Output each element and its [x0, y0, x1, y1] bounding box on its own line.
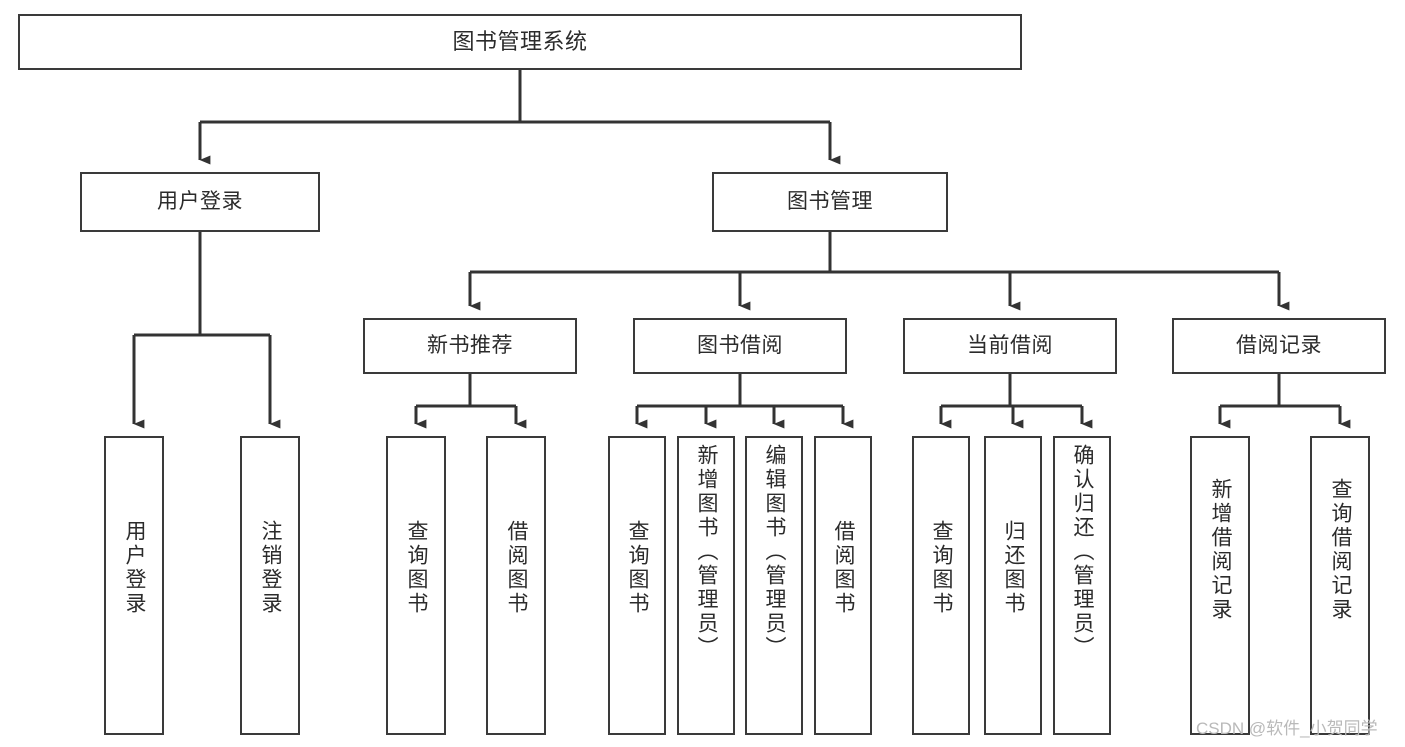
node-root-label: 图书管理系统: [452, 29, 588, 55]
node-leaf-logout[interactable]: 注销登录: [240, 436, 300, 735]
node-borrow-record[interactable]: 借阅记录: [1172, 318, 1386, 374]
node-leaf-borrow-book-1[interactable]: 借阅图书: [486, 436, 546, 735]
node-leaf-query-book-2-label: 查询图书: [626, 520, 650, 616]
node-current-borrow[interactable]: 当前借阅: [903, 318, 1117, 374]
node-leaf-borrow-book-2[interactable]: 借阅图书: [814, 436, 872, 735]
node-leaf-query-book-2[interactable]: 查询图书: [608, 436, 666, 735]
node-leaf-edit-book[interactable]: 编辑图书（管理员）: [745, 436, 803, 735]
node-borrow-record-label: 借阅记录: [1236, 333, 1322, 357]
node-book-borrow[interactable]: 图书借阅: [633, 318, 847, 374]
node-leaf-query-book-1-label: 查询图书: [405, 520, 429, 616]
node-leaf-borrow-book-1-label: 借阅图书: [505, 520, 529, 616]
node-leaf-return-book[interactable]: 归还图书: [984, 436, 1042, 735]
node-root[interactable]: 图书管理系统: [18, 14, 1022, 70]
node-leaf-query-book-3-label: 查询图书: [930, 520, 954, 616]
node-leaf-add-record-label: 新增借阅记录: [1209, 478, 1233, 622]
node-leaf-edit-book-label: 编辑图书（管理员）: [763, 444, 787, 660]
node-leaf-query-record[interactable]: 查询借阅记录: [1310, 436, 1370, 735]
node-leaf-query-record-label: 查询借阅记录: [1329, 478, 1353, 622]
node-leaf-query-book-1[interactable]: 查询图书: [386, 436, 446, 735]
node-leaf-user-login-label: 用户登录: [123, 520, 147, 616]
node-book-manage[interactable]: 图书管理: [712, 172, 948, 232]
csdn-watermark-text: CSDN @软件_小贺同学: [1196, 719, 1378, 738]
node-leaf-user-login[interactable]: 用户登录: [104, 436, 164, 735]
node-user-login[interactable]: 用户登录: [80, 172, 320, 232]
node-book-manage-label: 图书管理: [787, 189, 873, 213]
node-leaf-add-book-label: 新增图书（管理员）: [695, 444, 719, 660]
node-leaf-return-book-label: 归还图书: [1002, 520, 1026, 616]
node-leaf-confirm-return-label: 确认归还（管理员）: [1071, 444, 1095, 660]
node-new-book-rec-label: 新书推荐: [427, 333, 513, 357]
node-leaf-logout-label: 注销登录: [259, 520, 283, 616]
node-leaf-confirm-return[interactable]: 确认归还（管理员）: [1053, 436, 1111, 735]
node-new-book-rec[interactable]: 新书推荐: [363, 318, 577, 374]
node-current-borrow-label: 当前借阅: [967, 333, 1053, 357]
node-leaf-borrow-book-2-label: 借阅图书: [832, 520, 856, 616]
node-leaf-add-record[interactable]: 新增借阅记录: [1190, 436, 1250, 735]
node-leaf-query-book-3[interactable]: 查询图书: [912, 436, 970, 735]
node-book-borrow-label: 图书借阅: [697, 333, 783, 357]
node-leaf-add-book[interactable]: 新增图书（管理员）: [677, 436, 735, 735]
node-user-login-label: 用户登录: [157, 189, 243, 213]
csdn-watermark: CSDN @软件_小贺同学: [1196, 714, 1378, 739]
